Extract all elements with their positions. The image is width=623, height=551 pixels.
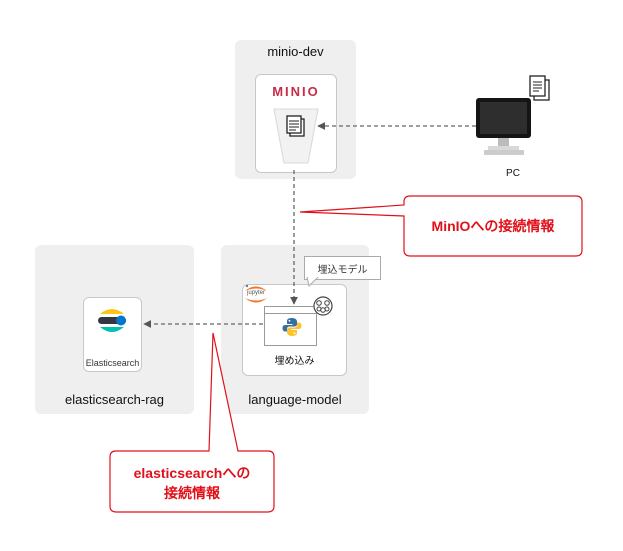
elasticsearch-logo-icon — [98, 309, 126, 332]
pc-document-icon — [529, 75, 550, 101]
minio-logo: MINIO — [272, 84, 320, 99]
embedding-model-tooltip: 埋込モデル — [304, 256, 381, 280]
elasticsearch-connection-callout-text: elasticsearchへの 接続情報 — [110, 463, 274, 503]
jupyter-icon — [245, 284, 267, 303]
notebook-window — [264, 306, 317, 346]
minio-dev-label: minio-dev — [267, 44, 324, 59]
minio-connection-callout-text: MinIOへの接続情報 — [431, 218, 555, 234]
model-icon — [313, 296, 333, 316]
pc-icon — [476, 75, 550, 155]
elasticsearch-card-label: Elasticsearch — [85, 358, 140, 368]
language-model-label: language-model — [248, 392, 342, 407]
elasticsearch-rag-label: elasticsearch-rag — [65, 392, 164, 407]
elasticsearch-connection-callout-shape — [109, 332, 275, 513]
jupyter-logo: jupyter — [242, 283, 270, 305]
elasticsearch-callout-line2: 接続情報 — [164, 485, 220, 501]
minio-connection-callout-shape — [299, 195, 583, 257]
minio-bucket-icon — [273, 108, 319, 164]
embedding-model-tooltip-text: 埋込モデル — [317, 265, 368, 276]
tooltip-pointer — [306, 277, 319, 287]
pc-label: PC — [506, 168, 520, 179]
elasticsearch-callout-line1: elasticsearchへの — [133, 465, 251, 481]
embedding-card-label: 埋め込み — [274, 356, 315, 367]
python-icon — [282, 318, 302, 336]
document-icon — [286, 115, 305, 137]
jupyter-text: jupyter — [246, 290, 265, 296]
elasticsearch-card: Elasticsearch — [83, 297, 142, 372]
